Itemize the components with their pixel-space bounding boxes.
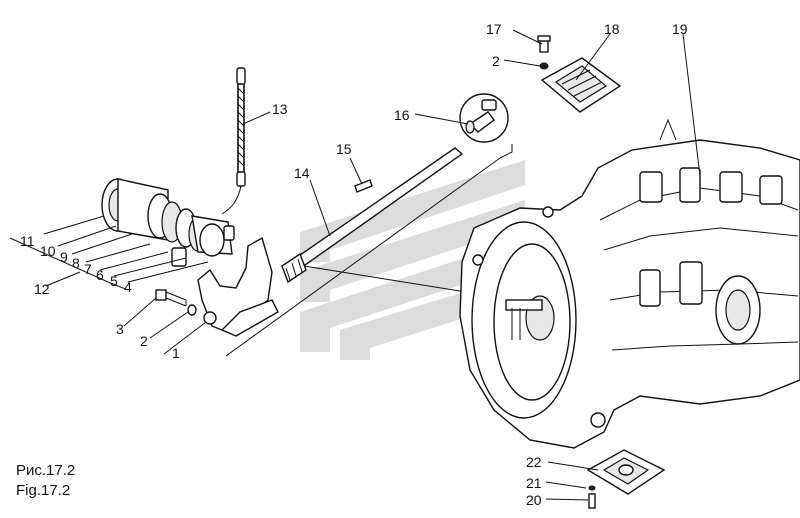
callout-18: 18 xyxy=(604,21,620,37)
fork-lever-part xyxy=(197,236,279,337)
callout-16: 16 xyxy=(394,107,410,123)
callout-19: 19 xyxy=(672,21,688,37)
leader-lines xyxy=(9,29,701,501)
callout-12: 12 xyxy=(34,281,50,297)
callout-22: 22 xyxy=(526,454,542,470)
callout-8: 8 xyxy=(72,255,80,271)
top-cover-part xyxy=(537,35,622,113)
elbow-fitting-part xyxy=(459,93,509,143)
callout-3: 3 xyxy=(116,321,124,337)
callout-1: 1 xyxy=(172,345,180,361)
key-part xyxy=(354,179,373,193)
bolt-washer-part xyxy=(155,289,197,316)
watermark-logo xyxy=(300,160,525,360)
callout-9: 9 xyxy=(60,249,68,265)
callout-17: 17 xyxy=(486,21,502,37)
callout-7: 7 xyxy=(84,261,92,277)
callout-4: 4 xyxy=(124,279,132,295)
gearbox-housing-part xyxy=(459,118,800,449)
callout-21: 21 xyxy=(526,475,542,491)
callout-13: 13 xyxy=(272,101,288,117)
callout-5: 5 xyxy=(110,273,118,289)
hose-part xyxy=(221,67,246,215)
callout-15: 15 xyxy=(336,141,352,157)
callout-11: 11 xyxy=(20,233,35,249)
callout-2-washer: 2 xyxy=(140,333,148,349)
callout-labels: 1 2 2 3 4 5 6 7 8 9 10 11 12 13 14 15 16… xyxy=(20,21,688,508)
figure-caption-en: Fig.17.2 xyxy=(16,482,71,499)
bottom-cover-part xyxy=(586,449,666,509)
shaft-part xyxy=(225,144,517,357)
callout-14: 14 xyxy=(294,165,310,181)
callout-20: 20 xyxy=(526,492,542,508)
callout-10: 10 xyxy=(40,243,56,259)
callout-6: 6 xyxy=(96,267,104,283)
callout-2-top: 2 xyxy=(492,53,500,69)
release-bearing-assembly xyxy=(101,178,235,267)
figure-caption-ru: Рис.17.2 xyxy=(16,462,76,479)
